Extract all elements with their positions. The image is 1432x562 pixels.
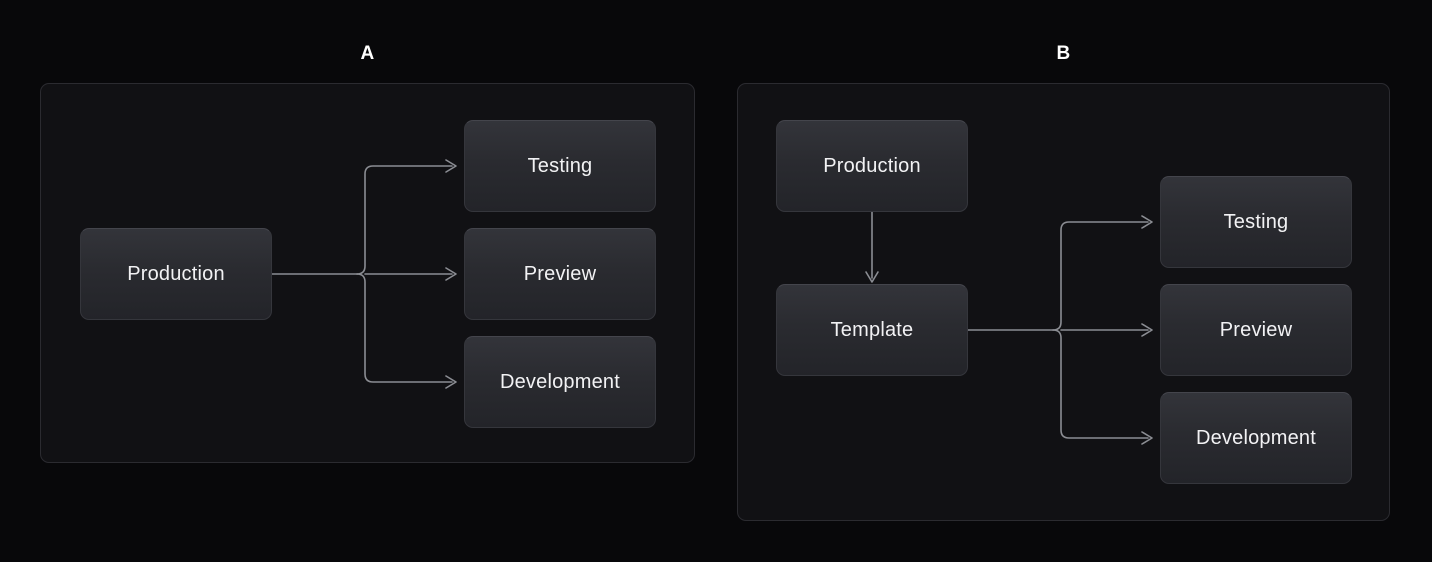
node-a-testing-label: Testing <box>527 154 593 177</box>
panel-b-caption: B <box>1056 43 1071 64</box>
node-b-template[interactable]: Template <box>776 284 968 376</box>
panel-a-caption: A <box>360 43 375 64</box>
node-b-production[interactable]: Production <box>776 120 968 212</box>
node-b-preview-label: Preview <box>1219 318 1293 341</box>
node-a-preview[interactable]: Preview <box>464 228 656 320</box>
node-b-development-label: Development <box>1195 426 1317 449</box>
node-a-production-label: Production <box>127 262 225 285</box>
node-b-testing[interactable]: Testing <box>1160 176 1352 268</box>
node-a-development-label: Development <box>499 370 621 393</box>
node-b-template-label: Template <box>830 318 914 341</box>
node-b-development[interactable]: Development <box>1160 392 1352 484</box>
node-a-development[interactable]: Development <box>464 336 656 428</box>
node-a-testing[interactable]: Testing <box>464 120 656 212</box>
node-a-preview-label: Preview <box>523 262 597 285</box>
node-b-testing-label: Testing <box>1223 210 1289 233</box>
node-a-production[interactable]: Production <box>80 228 272 320</box>
node-b-preview[interactable]: Preview <box>1160 284 1352 376</box>
node-b-production-label: Production <box>823 154 921 177</box>
